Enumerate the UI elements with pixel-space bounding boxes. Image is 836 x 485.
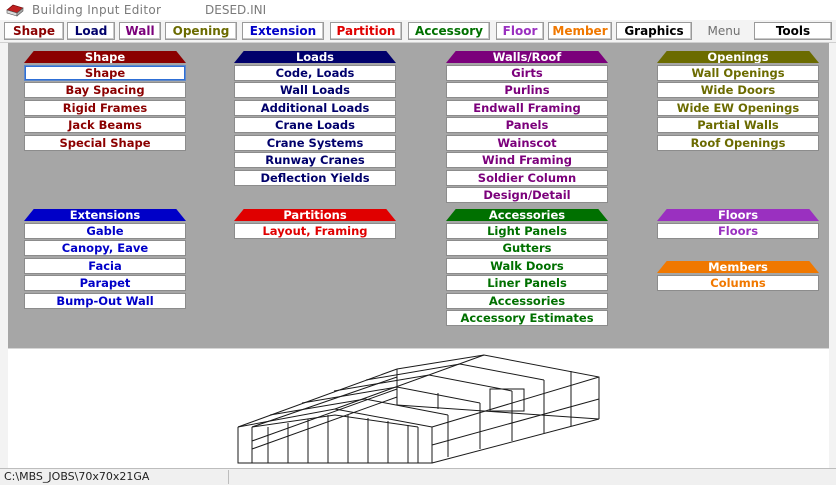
item-purlins-button[interactable]: Purlins (446, 82, 608, 98)
item-crane-loads-button[interactable]: Crane Loads (234, 117, 396, 133)
status-bar: C:\MBS_JOBS\70x70x21GA (0, 468, 836, 485)
group-header: Openings (657, 51, 819, 63)
item-floors-button[interactable]: Floors (657, 222, 819, 239)
item-runway-cranes-button[interactable]: Runway Cranes (234, 152, 396, 168)
app-title: Building Input Editor (32, 3, 162, 17)
item-wide-ew-openings-button[interactable]: Wide EW Openings (657, 99, 819, 116)
item-liner-panels-button[interactable]: Liner Panels (446, 275, 608, 291)
menu-accessory-button[interactable]: Accessory (408, 22, 490, 40)
group-header: Extensions (24, 209, 186, 221)
building-3d-view (8, 348, 829, 469)
menu-wall-button[interactable]: Wall (119, 22, 161, 40)
item-jack-beams-button[interactable]: Jack Beams (24, 117, 186, 133)
menu-opening-button[interactable]: Opening (165, 22, 237, 40)
menu-extension-button[interactable]: Extension (242, 22, 324, 40)
status-divider (228, 470, 229, 484)
item-layout-framing-button[interactable]: Layout, Framing (234, 222, 396, 239)
group-header: Floors (657, 209, 819, 221)
item-panels-button[interactable]: Panels (446, 117, 608, 133)
menu-tools-button[interactable]: Tools (754, 22, 832, 40)
item-parapet-button[interactable]: Parapet (24, 275, 186, 291)
group-header: Loads (234, 51, 396, 63)
item-partial-walls-button[interactable]: Partial Walls (657, 117, 819, 133)
wireframe-drawing (237, 354, 600, 464)
item-walk-doors-button[interactable]: Walk Doors (446, 257, 608, 274)
item-wall-loads-button[interactable]: Wall Loads (234, 82, 396, 98)
item-light-panels-button[interactable]: Light Panels (446, 222, 608, 239)
item-bay-spacing-button[interactable]: Bay Spacing (24, 82, 186, 98)
item-wainscot-button[interactable]: Wainscot (446, 134, 608, 151)
menu-shape-button[interactable]: Shape (4, 22, 64, 40)
item-wind-framing-button[interactable]: Wind Framing (446, 152, 608, 168)
menu-member-button[interactable]: Member (548, 22, 612, 40)
item-accessories-button[interactable]: Accessories (446, 292, 608, 309)
item-code-loads-button[interactable]: Code, Loads (234, 64, 396, 81)
item-soldier-column-button[interactable]: Soldier Column (446, 169, 608, 186)
building-app-icon (6, 4, 24, 17)
job-path: C:\MBS_JOBS\70x70x21GA (4, 470, 150, 483)
item-bump-out-wall-button[interactable]: Bump-Out Wall (24, 292, 186, 309)
item-rigid-frames-button[interactable]: Rigid Frames (24, 99, 186, 116)
item-gutters-button[interactable]: Gutters (446, 240, 608, 256)
group-header: Shape (24, 51, 186, 63)
item-columns-button[interactable]: Columns (657, 274, 819, 291)
item-special-shape-button[interactable]: Special Shape (24, 134, 186, 151)
item-wide-doors-button[interactable]: Wide Doors (657, 82, 819, 98)
item-roof-openings-button[interactable]: Roof Openings (657, 134, 819, 151)
item-facia-button[interactable]: Facia (24, 257, 186, 274)
group-header: Partitions (234, 209, 396, 221)
menu-floor-button[interactable]: Floor (496, 22, 544, 40)
item-girts-button[interactable]: Girts (446, 64, 608, 81)
title-bar: Building Input Editor DESED.INI (0, 0, 836, 20)
menu-partition-button[interactable]: Partition (330, 22, 402, 40)
item-deflection-yields-button[interactable]: Deflection Yields (234, 169, 396, 186)
menu-graphics-button[interactable]: Graphics (616, 22, 692, 40)
item-wall-openings-button[interactable]: Wall Openings (657, 64, 819, 81)
item-accessory-estimates-button[interactable]: Accessory Estimates (446, 310, 608, 326)
item-crane-systems-button[interactable]: Crane Systems (234, 134, 396, 151)
file-title: DESED.INI (205, 3, 267, 17)
menu-menu-button[interactable]: Menu (707, 24, 741, 38)
item-additional-loads-button[interactable]: Additional Loads (234, 99, 396, 116)
item-shape-button[interactable]: Shape (24, 64, 186, 81)
group-header: Members (657, 261, 819, 273)
item-canopy-eave-button[interactable]: Canopy, Eave (24, 240, 186, 256)
item-design-detail-button[interactable]: Design/Detail (446, 187, 608, 203)
group-header: Walls/Roof (446, 51, 608, 63)
item-endwall-framing-button[interactable]: Endwall Framing (446, 99, 608, 116)
item-gable-button[interactable]: Gable (24, 222, 186, 239)
group-header: Accessories (446, 209, 608, 221)
menu-load-button[interactable]: Load (67, 22, 115, 40)
